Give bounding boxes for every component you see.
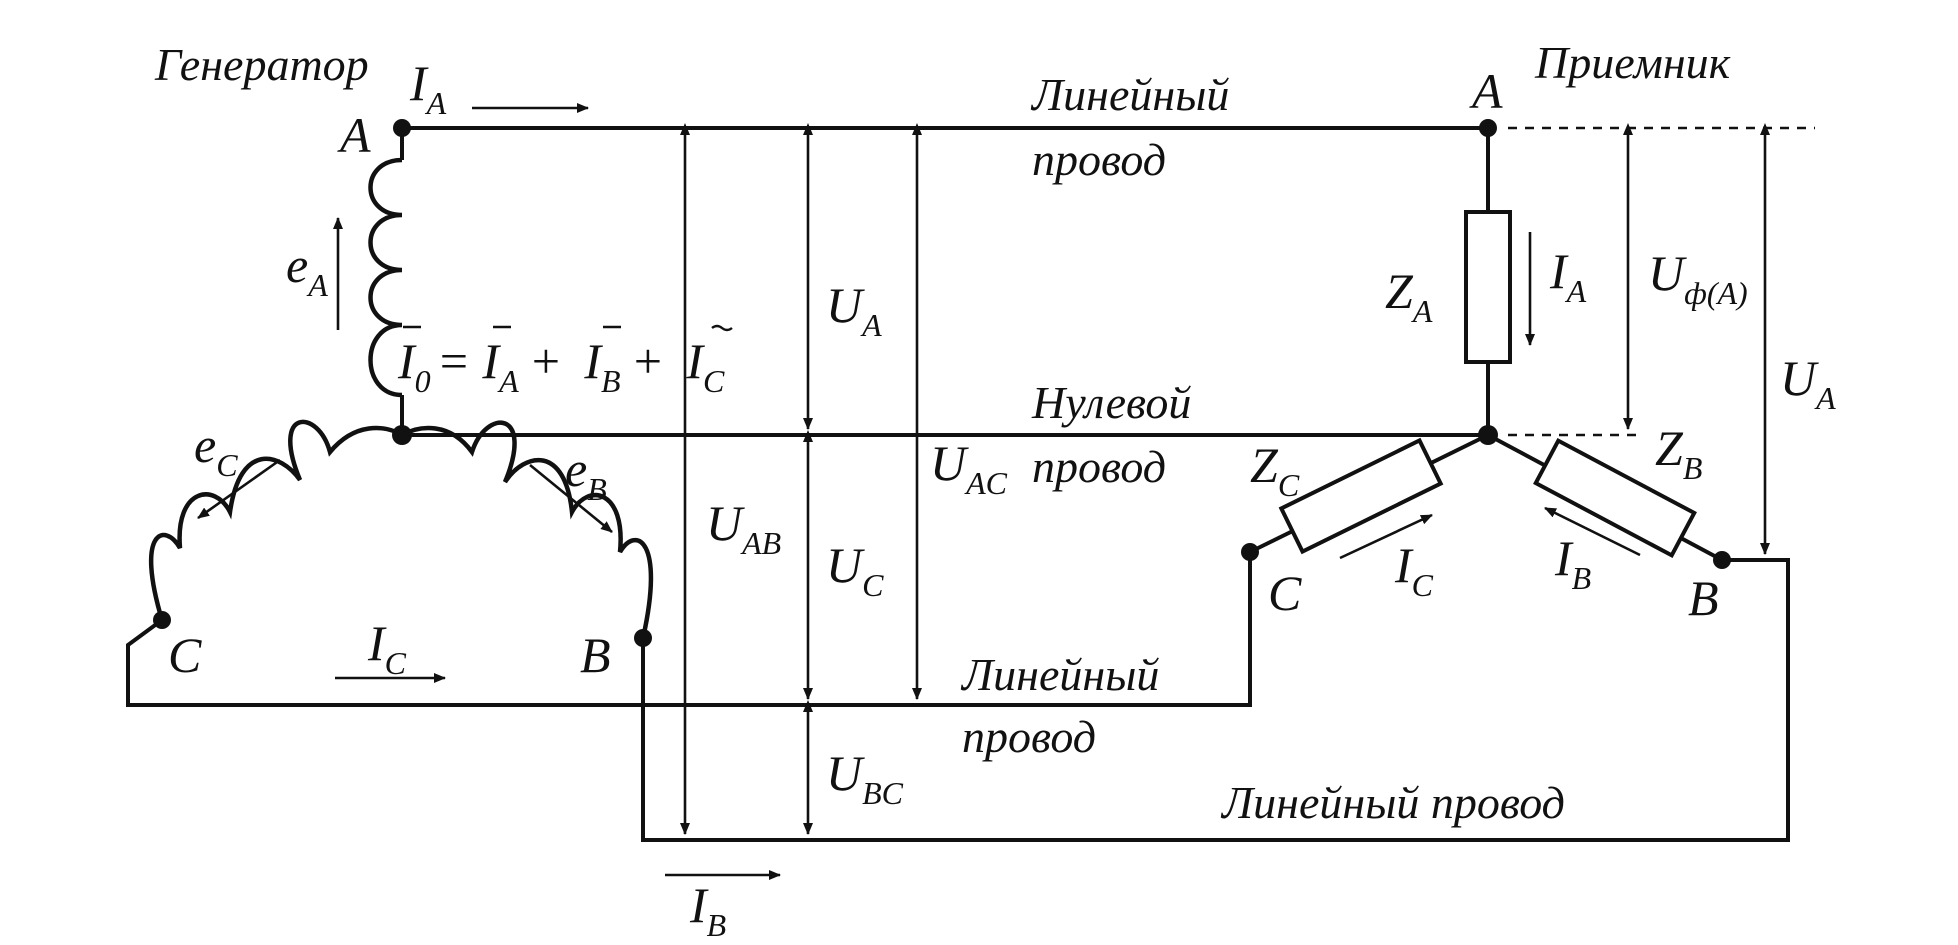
emf-ec: eC — [194, 417, 238, 483]
receiver-impedances — [1278, 210, 1697, 559]
labels: Генератор Приемник A C B A C B IA eA eC … — [154, 37, 1836, 943]
impedance-zc — [1278, 437, 1444, 555]
generator-coil-a — [368, 157, 403, 398]
generator-coil-b — [400, 420, 654, 639]
voltage-ua: UA — [826, 277, 882, 343]
generator-label-a: A — [337, 107, 371, 163]
impedance-zc-label: ZC — [1250, 437, 1300, 503]
generator-title: Генератор — [154, 39, 369, 90]
generator-neutral-node — [392, 425, 412, 445]
impedance-za — [1464, 210, 1512, 364]
current-ib-load: IB — [1554, 530, 1591, 596]
receiver-label-c: C — [1268, 565, 1302, 621]
line-wire-mid-label-1: Линейный — [960, 649, 1159, 700]
generator-node-b — [634, 629, 652, 647]
receiver-node-b — [1713, 551, 1731, 569]
line-wire-b — [641, 558, 1790, 842]
emf-eb: eB — [565, 441, 607, 507]
generator-coil-c — [148, 419, 404, 621]
phase-voltage-label: Uф(A) — [1648, 245, 1748, 311]
current-ic-line: IC — [367, 615, 407, 681]
impedance-zb — [1533, 437, 1697, 559]
current-ia-load: IA — [1549, 243, 1587, 309]
nodes — [153, 119, 1731, 647]
current-ic-load: IC — [1394, 537, 1434, 603]
i-c-load-arrow — [1339, 513, 1433, 560]
neutral-wire-label-1: Нулевой — [1031, 377, 1191, 428]
line-wire-mid-label-2: провод — [962, 711, 1096, 762]
line-wire-top-label-1: Линейный — [1030, 69, 1229, 120]
receiver-voltage-ua: UA — [1780, 350, 1836, 416]
generator-coils — [148, 157, 654, 639]
neutral-wire-label-2: провод — [1032, 441, 1166, 492]
e-b-arrow — [529, 463, 613, 534]
receiver-title: Приемник — [1534, 37, 1731, 88]
receiver-node-c — [1241, 543, 1259, 561]
line-wire-c — [126, 552, 1252, 707]
voltage-uc: UC — [826, 537, 884, 603]
line-wire-bottom-label: Линейный провод — [1220, 777, 1565, 828]
overbars — [403, 324, 733, 332]
generator-label-c: C — [168, 627, 202, 683]
receiver-node-a — [1479, 119, 1497, 137]
current-arrows — [197, 103, 1641, 880]
receiver-neutral-node — [1478, 425, 1498, 445]
generator-node-a — [393, 119, 411, 137]
receiver-label-b: B — [1688, 570, 1719, 626]
emf-ea: eA — [286, 237, 328, 303]
receiver-label-a: A — [1469, 63, 1503, 119]
i-b-load-arrow — [1544, 506, 1641, 557]
generator-label-b: B — [580, 627, 611, 683]
voltage-uac: UAC — [930, 435, 1008, 501]
voltage-uab: UAB — [706, 495, 781, 561]
line-wire-top-label-2: провод — [1032, 134, 1166, 185]
overbar-ic — [711, 324, 733, 332]
neutral-current-equation: I0=IA+IB+IC — [397, 333, 725, 399]
voltage-arrows — [680, 123, 1770, 835]
impedance-za-label: ZA — [1385, 263, 1433, 329]
wires — [126, 126, 1790, 842]
impedance-zb-label: ZB — [1655, 420, 1702, 486]
e-c-arrow — [197, 458, 281, 520]
generator-node-c — [153, 611, 171, 629]
current-ib-bottom: IB — [689, 877, 726, 943]
current-ia-top: IA — [409, 55, 447, 121]
voltage-ubc: UBC — [826, 745, 904, 811]
